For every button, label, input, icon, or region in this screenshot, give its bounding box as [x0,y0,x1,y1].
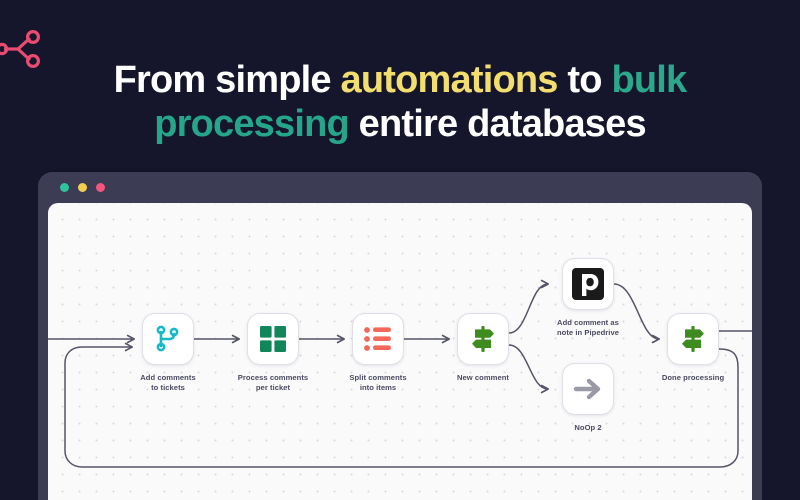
node-process-comments-per-ticket[interactable] [247,313,299,365]
headline-highlight-processing: processing [154,103,350,145]
node-label-split-comments-into-items: Split comments into items [349,373,407,392]
headline-text-1: From simple [113,59,341,101]
node-label-noop-2: NoOp 2 [574,423,602,432]
git-branch-icon [155,325,181,353]
pipedrive-icon [572,268,604,300]
window-titlebar [38,172,762,203]
node-label-process-comments-per-ticket: Process comments per ticket [237,373,309,392]
node-add-comments-to-tickets[interactable] [142,313,194,365]
headline-highlight-automations: automations [340,59,559,101]
node-new-comment[interactable] [457,313,509,365]
maximize-dot[interactable] [96,183,105,192]
headline-line-1: From simple automations to bulk [0,58,800,102]
workflow-canvas[interactable]: Add comments to tickets Process comments… [48,203,752,500]
node-label-done-processing: Done processing [661,373,725,382]
node-noop-2[interactable] [562,363,614,415]
headline-line-2: processing entire databases [0,102,800,146]
node-label-new-comment: New comment [456,373,510,382]
signpost-switch-icon [468,324,498,354]
node-split-comments-into-items[interactable] [352,313,404,365]
signpost-switch-icon [678,324,708,354]
n8n-node-graph-icon[interactable] [0,26,50,72]
minimize-dot[interactable] [78,183,87,192]
headline-text-2: to [557,59,612,101]
node-done-processing[interactable] [667,313,719,365]
close-dot[interactable] [60,183,69,192]
grid-squares-icon [259,325,287,353]
headline-text-3: entire databases [348,103,647,145]
node-add-comment-as-note-in-pipedrive[interactable] [562,258,614,310]
headline-highlight-bulk: bulk [611,59,687,101]
bulleted-list-icon [364,326,392,352]
connection-lines [48,279,752,468]
node-label-add-comments-to-tickets: Add comments to tickets [140,373,196,392]
arrow-right-icon [573,376,603,402]
node-label-add-comment-as-note-in-pipedrive: Add comment as note in Pipedrive [556,318,620,337]
page-title: From simple automations to bulk processi… [0,58,800,146]
